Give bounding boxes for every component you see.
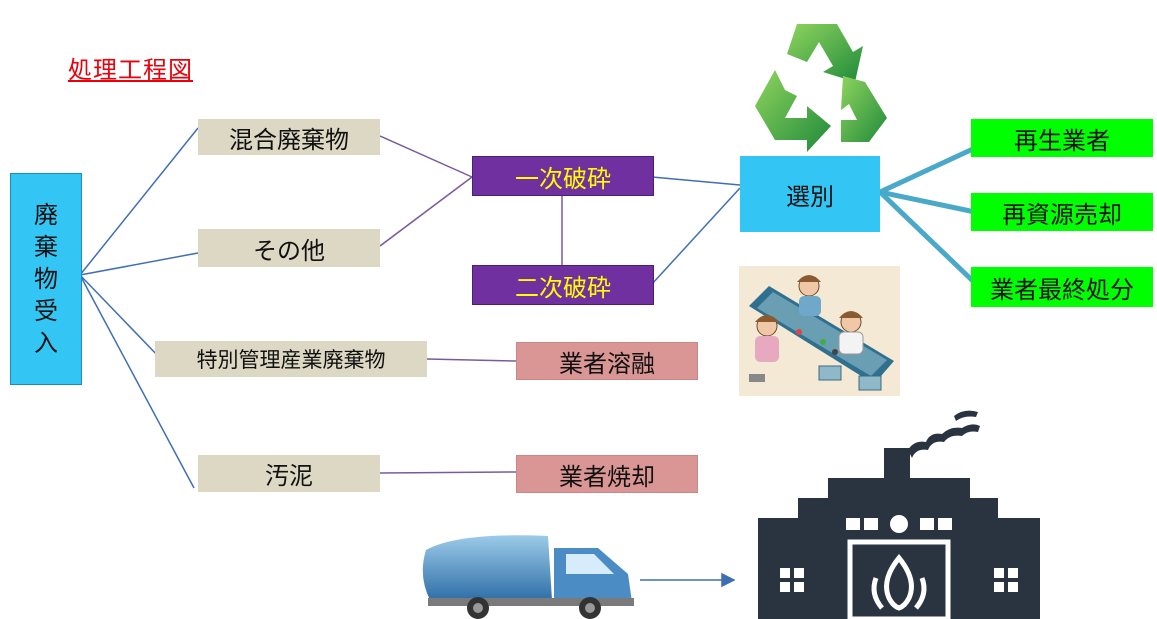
category-sludge: 汚泥 [198,455,380,492]
line-other-primary [379,176,473,247]
intake-char-2: 棄 [34,233,58,261]
output-recycler: 再生業者 [971,119,1153,157]
intake-char-3: 物 [34,265,58,293]
line-secondary-sort [651,187,741,285]
incineration-plant-icon [758,410,1040,619]
category-special-industrial-waste: 特別管理産業廃棄物 [155,341,427,377]
intake-char-5: 入 [34,329,58,357]
primary-crushing-box: 一次破砕 [472,156,654,196]
line-sort-recycler [877,145,978,195]
garbage-truck-icon [422,535,634,619]
intake-char-4: 受 [34,297,58,325]
line-sort-resale [877,189,978,215]
output-resale: 再資源売却 [971,193,1153,231]
contractor-melting: 業者溶融 [516,342,698,380]
sorting-box: 選別 [740,156,880,232]
line-intake-special [79,274,161,359]
line-intake-mixed [79,127,199,276]
diagram-title: 処理工程図 [68,56,193,84]
line-sludge-incineration [379,471,517,474]
intake-box: 廃 棄 物 受 入 [10,173,82,385]
contractor-incineration: 業者焼却 [516,455,698,493]
sorting-line-illustration [739,266,900,396]
output-final-disposal: 業者最終処分 [971,267,1153,307]
line-intake-other [79,252,199,276]
line-mixed-primary [379,135,473,178]
recycle-symbol-icon [755,24,887,152]
category-mixed-waste: 混合廃棄物 [198,119,380,155]
intake-char-1: 廃 [34,201,58,229]
line-sort-final [877,189,978,286]
arrowhead-icon [721,572,736,588]
secondary-crushing-box: 二次破砕 [472,265,654,305]
line-primary-sort [651,176,741,186]
line-special-melting [426,358,517,362]
line-intake-sludge [79,274,195,489]
category-other: その他 [198,229,380,267]
